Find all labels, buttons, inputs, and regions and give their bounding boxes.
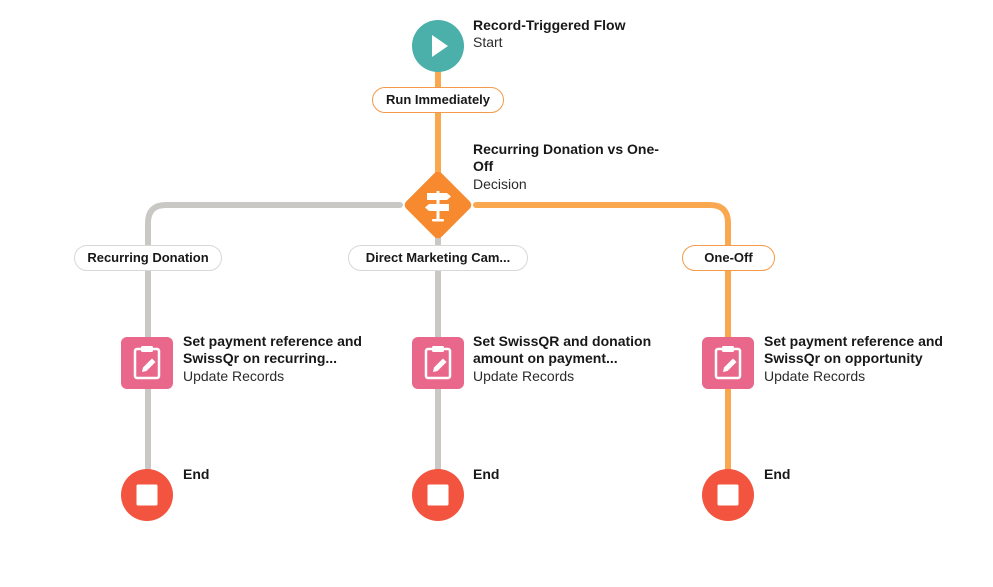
start-subtitle: Start [473, 34, 503, 50]
update-title-recurring: Set payment reference and SwissQr on rec… [183, 333, 362, 366]
update-title-one-off: Set payment reference and SwissQr on opp… [764, 333, 943, 366]
stop-icon [702, 469, 754, 521]
update-subtitle-direct-marketing: Update Records [473, 368, 575, 384]
connector-branch-one-off [473, 202, 731, 493]
connector-branch-recurring [145, 202, 403, 493]
end-label-one-off: End [764, 466, 791, 482]
stop-icon [412, 469, 464, 521]
update-subtitle-recurring: Update Records [183, 368, 285, 384]
outcome-pill-recurring-donation[interactable]: Recurring Donation [74, 245, 222, 271]
play-icon [412, 20, 464, 72]
outcome-pill-direct-marketing[interactable]: Direct Marketing Cam... [348, 245, 528, 271]
end-label-direct-marketing: End [473, 466, 500, 482]
signpost-icon [404, 171, 472, 239]
start-title: Record-Triggered Flow [473, 17, 626, 33]
clipboard-pencil-icon [121, 337, 173, 389]
update-title-direct-marketing: Set SwissQR and donation amount on payme… [473, 333, 652, 366]
update-subtitle-one-off: Update Records [764, 368, 866, 384]
run-immediately-pill[interactable]: Run Immediately [372, 87, 504, 113]
clipboard-pencil-icon [412, 337, 464, 389]
clipboard-pencil-icon [702, 337, 754, 389]
decision-subtitle: Decision [473, 176, 527, 192]
stop-icon [121, 469, 173, 521]
outcome-pill-one-off[interactable]: One-Off [682, 245, 775, 271]
end-label-recurring: End [183, 466, 210, 482]
decision-title: Recurring Donation vs One-Off [473, 141, 659, 174]
